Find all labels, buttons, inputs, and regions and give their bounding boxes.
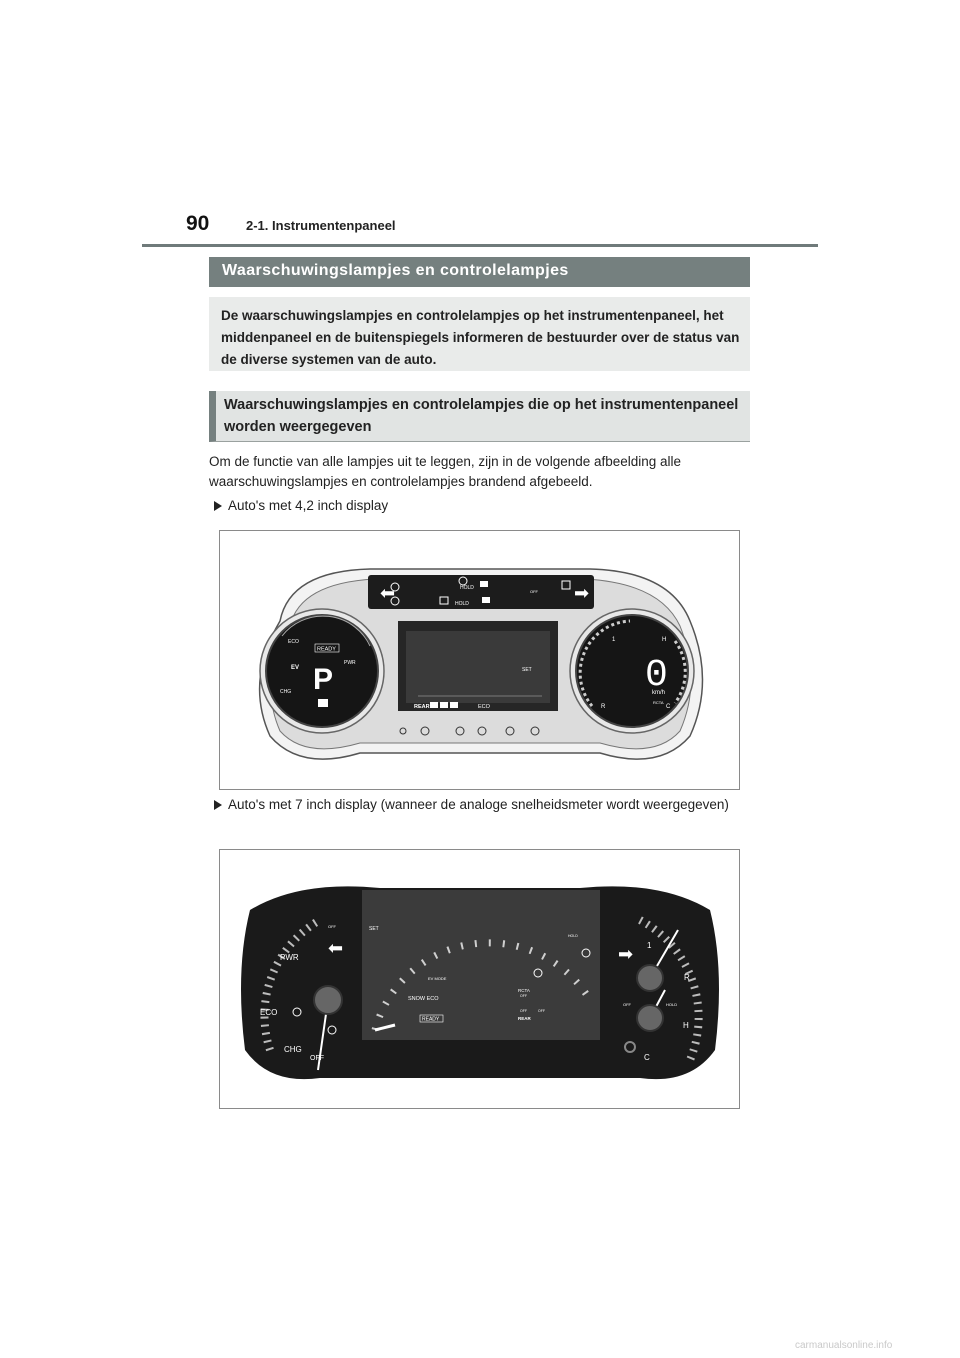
gauge-r-label: R xyxy=(684,973,690,982)
bullet-4-2-inch: Auto's met 4,2 inch display xyxy=(214,496,734,516)
right-turn-arrow-icon: ➡ xyxy=(618,944,633,964)
pwr-label: PWR xyxy=(280,953,299,962)
ev-indicator: EV xyxy=(291,665,299,671)
section-title: Waarschuwingslampjes en controlelampjes xyxy=(209,257,750,287)
ready-indicator: READY xyxy=(422,1017,440,1023)
speed-readout: 0 xyxy=(645,654,668,697)
bullet-text: Auto's met 4,2 inch display xyxy=(228,498,389,513)
chg-label: CHG xyxy=(280,689,291,695)
figure-cluster-7-inch: PWR ECO CHG OFF ⬅ OFF SET SNOW ECO EV MO… xyxy=(219,849,740,1109)
intro-box: De waarschuwingslampjes en controlelampj… xyxy=(209,297,750,371)
hold-label: HOLD xyxy=(568,934,578,938)
rcta-label: RCTA xyxy=(518,988,530,993)
chg-label: CHG xyxy=(284,1045,302,1054)
page-number: 90 xyxy=(186,212,210,235)
snow-eco-label: SNOW ECO xyxy=(408,996,439,1002)
pks-off-label: OFF xyxy=(520,1009,527,1013)
right-turn-arrow-icon: ➡ xyxy=(574,583,589,603)
off-label: OFF xyxy=(530,589,539,594)
off-label: OFF xyxy=(310,1055,324,1062)
gauge-1-label: 1 xyxy=(647,941,652,950)
eco-mode-label: ECO xyxy=(478,704,491,710)
footer-watermark: carmanualsonline.info xyxy=(795,1340,893,1351)
speed-unit: km/h xyxy=(652,690,665,696)
rcta-off-label: OFF xyxy=(520,994,527,998)
off-indicator-label: OFF xyxy=(328,924,337,929)
hold-label-top: HOLD xyxy=(460,585,474,591)
set-label: SET xyxy=(369,926,379,932)
ready-indicator: READY xyxy=(317,647,336,653)
rsa-off-label: OFF xyxy=(538,1009,545,1013)
hold-label: HOLD xyxy=(455,601,469,607)
chapter-title: 2-1. Instrumentenpaneel xyxy=(246,218,396,233)
body-paragraph: Om de functie van alle lampjes uit te le… xyxy=(209,454,682,489)
gauge-1-label: 1 xyxy=(612,637,616,643)
rear-label: REAR xyxy=(518,1016,532,1021)
gauge-c-label: C xyxy=(666,704,671,710)
ev-mode-label: EV MODE xyxy=(428,976,447,981)
rear-label: REAR xyxy=(414,704,430,710)
subsection-title: Waarschuwingslampjes en controlelampjes … xyxy=(209,391,750,442)
hold-label-right: HOLD xyxy=(666,1002,677,1007)
triangle-bullet-icon xyxy=(214,501,222,511)
off-label-right: OFF xyxy=(623,1002,632,1007)
rcta-label: RCTA xyxy=(653,700,664,705)
header-rule xyxy=(142,244,818,247)
set-label: SET xyxy=(522,667,532,673)
gear-position: P xyxy=(313,663,333,696)
left-turn-arrow-icon: ⬅ xyxy=(328,938,343,958)
eco-label: ECO xyxy=(260,1008,277,1017)
gauge-r-label: R xyxy=(601,704,606,710)
bullet-7-inch: Auto's met 7 inch display (wanneer de an… xyxy=(214,795,734,815)
gauge-c-label: C xyxy=(644,1053,650,1062)
gauge-h-label: H xyxy=(683,1021,689,1030)
left-turn-arrow-icon: ⬅ xyxy=(380,583,395,603)
figure-cluster-4-2-inch: ⬅ ➡ HOLD HOLD OFF ECO READY PWR CHG P EV… xyxy=(219,530,740,790)
bullet-text: Auto's met 7 inch display (wanneer de an… xyxy=(228,797,729,812)
eco-label: ECO xyxy=(288,639,299,645)
triangle-bullet-icon xyxy=(214,800,222,810)
pwr-label: PWR xyxy=(344,660,356,666)
gauge-h-label: H xyxy=(662,637,666,643)
